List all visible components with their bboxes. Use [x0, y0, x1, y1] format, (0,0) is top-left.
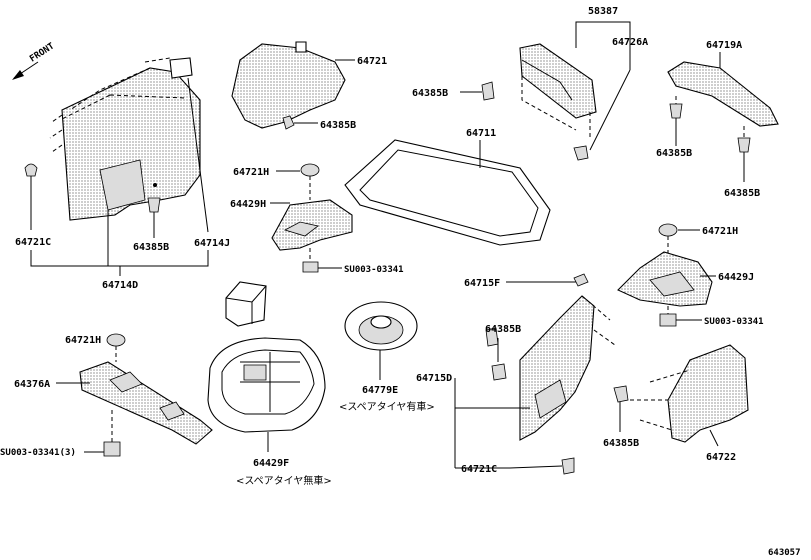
clip-64721H-center	[300, 163, 320, 177]
label-64385B-left: 64385B	[133, 242, 169, 253]
label-su003-right: SU003-03341	[704, 317, 764, 327]
spare-tray-64429F	[207, 337, 326, 433]
wheelhouse-cover-64721	[231, 41, 346, 129]
label-64779E: 64779E	[362, 385, 398, 396]
quarter-trim-left	[61, 57, 201, 221]
clip-su003-left	[103, 441, 121, 457]
label-64429F: 64429F	[253, 458, 289, 469]
note-with-spare: <スペアタイヤ有車>	[339, 400, 435, 413]
diagram-number: 643057	[768, 548, 801, 558]
bracket-64429H	[271, 199, 353, 251]
label-64376A: 64376A	[14, 379, 50, 390]
label-64429H: 64429H	[230, 199, 266, 210]
label-58387: 58387	[588, 6, 618, 17]
clip-64721H-right	[658, 223, 678, 237]
bracket-64429J	[617, 251, 713, 307]
label-64721H-center: 64721H	[233, 167, 269, 178]
spare-tire-pad-64779E	[344, 301, 418, 351]
note-without-spare: <スペアタイヤ無車>	[236, 474, 332, 487]
label-64385B-side: 64385B	[485, 324, 521, 335]
clip-64385B-rt-b	[737, 137, 751, 153]
label-64385B-rt-a: 64385B	[656, 148, 692, 159]
label-64721C-side: 64721C	[461, 464, 497, 475]
floor-bracket-64376A	[79, 361, 213, 445]
label-64726A: 64726A	[612, 37, 648, 48]
label-64715F: 64715F	[464, 278, 500, 289]
label-64721H-right: 64721H	[702, 226, 738, 237]
clip-64385B-rear	[481, 81, 495, 101]
tool-box	[225, 281, 267, 327]
label-64385B-rear: 64385B	[412, 88, 448, 99]
clip-64385B-left	[147, 197, 161, 238]
front-arrow-icon: FRONT	[12, 41, 57, 80]
label-64714D: 64714D	[102, 280, 138, 291]
trim-strip-64719A	[667, 61, 779, 127]
label-64385B-quarter: 64385B	[603, 438, 639, 449]
trunk-mat-64711	[344, 139, 551, 246]
label-64714J: 64714J	[194, 238, 230, 249]
clip-64385B-rt-a	[669, 103, 683, 119]
label-su003-center: SU003-03341	[344, 265, 404, 275]
clip-64721H-left	[106, 333, 126, 347]
quarter-trim-64722	[667, 344, 749, 443]
clip-64721C-side	[561, 457, 575, 475]
clip-64721C-left	[24, 163, 38, 230]
clip-64715F	[573, 273, 589, 287]
label-64711: 64711	[466, 128, 496, 139]
side-trim-64715D	[519, 295, 595, 441]
label-64721-top: 64721	[357, 56, 387, 67]
label-64721H-left: 64721H	[65, 335, 101, 346]
label-64715D: 64715D	[416, 373, 452, 384]
label-su003-left: SU003-03341(3)	[0, 448, 76, 458]
label-64719A: 64719A	[706, 40, 742, 51]
label-64721C-left: 64721C	[15, 237, 51, 248]
label-64385B-rt-b: 64385B	[724, 188, 760, 199]
clip-su003-right	[659, 313, 677, 327]
label-64722: 64722	[706, 452, 736, 463]
clip-64726A	[573, 145, 589, 161]
rear-panel-58387	[519, 43, 597, 119]
front-label: FRONT	[28, 41, 57, 64]
clip-su003-center	[302, 261, 319, 273]
label-64429J: 64429J	[718, 272, 754, 283]
label-64385B-upper: 64385B	[320, 120, 356, 131]
clip-64385B-quarter	[613, 385, 629, 403]
